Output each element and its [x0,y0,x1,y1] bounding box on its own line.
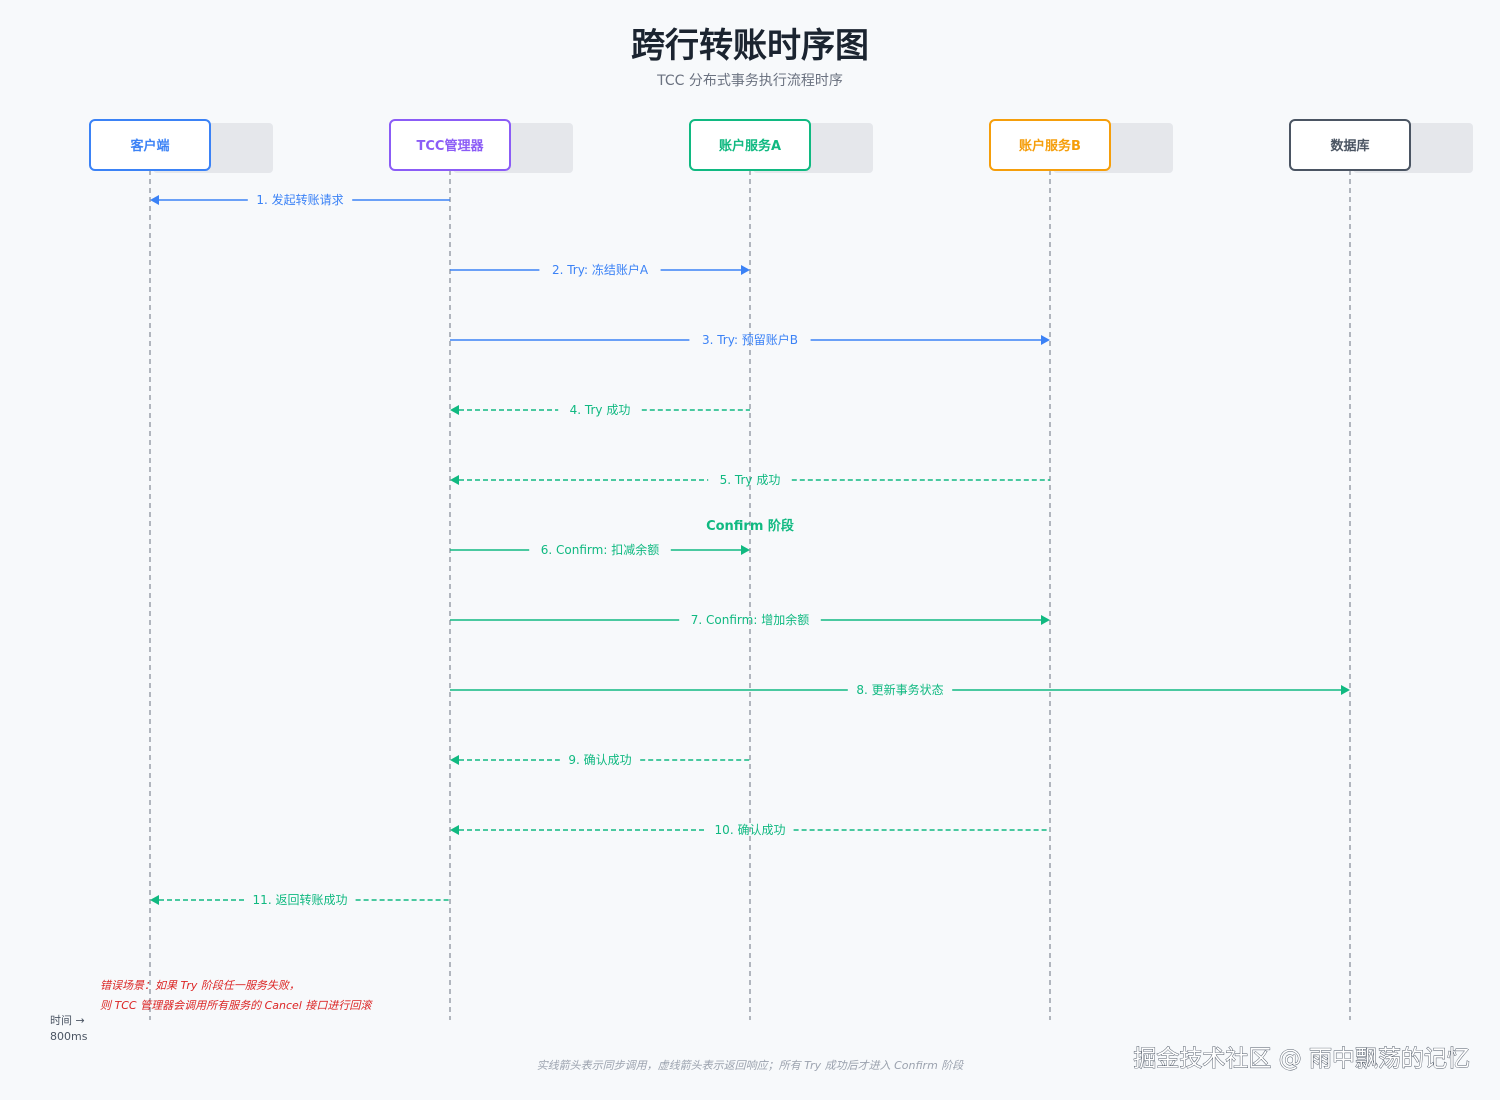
participant-4: 账户服务B [989,119,1173,173]
participant-3: 账户服务A [689,119,873,173]
arrow-head [741,545,750,555]
participant-box [989,119,1111,171]
message-label: 1. 发起转账请求 [256,192,343,207]
arrow-head [450,755,459,765]
participant-box [1289,119,1411,171]
message-label: 9. 确认成功 [568,753,631,767]
arrow-head [150,895,159,905]
message-label: 5. Try 成功 [720,473,781,487]
message-6: 6. Confirm: 扣减余额 [450,542,750,557]
participant-5: 数据库 [1289,119,1473,173]
arrow-head [450,825,459,835]
message-label: 2. Try: 冻结账户A [552,262,649,277]
participant-label: 账户服务B [1019,138,1081,154]
message-9: 9. 确认成功 [450,753,750,767]
participant-1: 客户端 [89,119,273,173]
participant-box [89,119,211,171]
lifelines [149,170,1351,1020]
message-3: 3. Try: 预留账户B [450,332,1050,347]
message-label: 11. 返回转账成功 [253,892,348,907]
participant-label: 账户服务A [719,138,781,154]
error-note-line-2: 则 TCC 管理器会调用所有服务的 Cancel 接口进行回滚 [100,999,373,1012]
message-4: 4. Try 成功 [450,403,750,417]
message-1: 1. 发起转账请求 [150,192,450,207]
message-list: 1. 发起转账请求 2. Try: 冻结账户A 3. Try: 预留账户B 4. Tr… [150,192,1350,907]
message-label: 8. 更新事务状态 [856,682,943,697]
time-axis-value: 800ms [50,1030,88,1043]
diagram-title: 跨行转账时序图 [631,26,869,66]
arrow-head [741,265,750,275]
time-axis-label: 时间 → [50,1014,85,1027]
participant-box [689,119,811,171]
watermark: 掘金技术社区 @ 雨中飘荡的记忆 [1133,1046,1470,1072]
message-8: 8. 更新事务状态 [450,682,1350,697]
participant-label: TCC管理器 [417,138,485,154]
message-7: 7. Confirm: 增加余额 [450,612,1050,627]
arrow-head [450,475,459,485]
message-label: 4. Try 成功 [570,403,631,417]
participant-2: TCC管理器 [389,119,573,173]
message-5: 5. Try 成功 [450,473,1050,487]
message-11: 11. 返回转账成功 [150,892,450,907]
message-label: 3. Try: 预留账户B [702,332,798,347]
message-2: 2. Try: 冻结账户A [450,262,750,277]
arrow-head [1041,335,1050,345]
message-label: 10. 确认成功 [715,823,786,837]
participant-label: 数据库 [1330,138,1369,154]
error-note-line-1: 错误场景：如果 Try 阶段任一服务失败， [100,979,300,992]
arrow-head [1041,615,1050,625]
arrow-head [450,405,459,415]
message-10: 10. 确认成功 [450,823,1050,837]
message-label: 6. Confirm: 扣减余额 [541,542,659,557]
participant-row: 客户端 TCC管理器 账户服务A 账户服务B 数据库 [89,119,1473,173]
arrow-head [1341,685,1350,695]
footer-note: 实线箭头表示同步调用，虚线箭头表示返回响应；所有 Try 成功后才进入 Conf… [537,1059,965,1072]
confirm-phase-label: Confirm 阶段 [706,518,794,534]
arrow-head [150,195,159,205]
participant-box [389,119,511,171]
participant-label: 客户端 [130,138,169,154]
message-label: 7. Confirm: 增加余额 [691,612,809,627]
diagram-subtitle: TCC 分布式事务执行流程时序 [656,73,843,89]
